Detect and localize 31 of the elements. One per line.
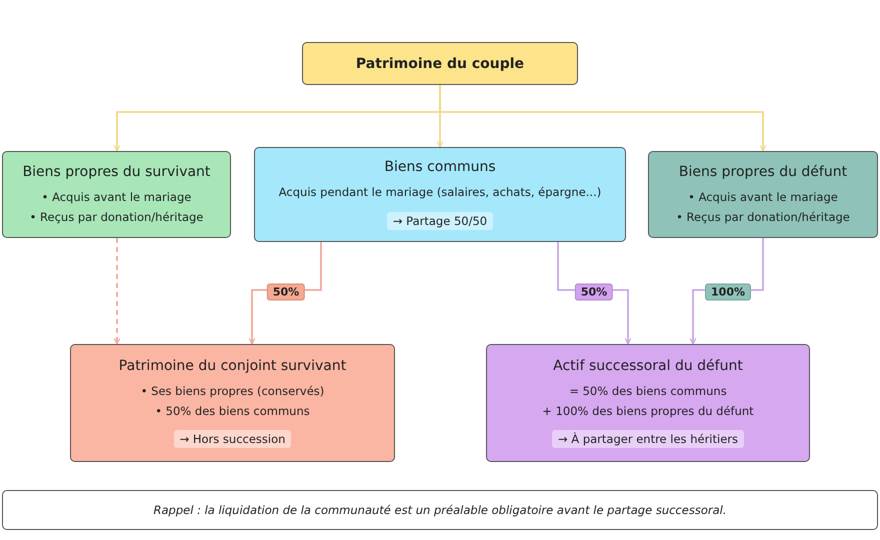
bullet-text: • Acquis avant le mariage	[42, 189, 192, 206]
bullet-text: • Reçus par donation/héritage	[30, 208, 204, 225]
edge-label: 50%	[266, 284, 306, 300]
arrow	[114, 238, 120, 345]
edge-label: 50%	[574, 284, 614, 300]
bullet-text: + 100% des biens propres du défunt	[542, 402, 754, 419]
box-title: Biens propres du défunt	[678, 164, 848, 180]
result-box	[70, 344, 395, 462]
result-box	[486, 344, 810, 462]
asset-box	[648, 151, 878, 238]
box-title: Patrimoine du conjoint survivant	[118, 358, 346, 374]
note-text: Rappel : la liquidation de la communauté est un préalable obligatoire avant le partage successoral.	[154, 503, 726, 517]
asset-box	[2, 151, 231, 238]
bullet-text: • 50% des biens communs	[155, 402, 310, 419]
bullet-text: • Reçus par donation/héritage	[676, 208, 850, 225]
box-title: Actif successoral du défunt	[553, 358, 743, 374]
result-tag: → Hors succession	[174, 430, 292, 448]
bullet-text: • Ses biens propres (conservés)	[140, 383, 324, 400]
result-tag: → Partage 50/50	[386, 212, 494, 230]
asset-box	[254, 147, 626, 242]
box-title: Biens communs	[384, 159, 496, 176]
edge-label: 100%	[705, 284, 751, 300]
bullet-text: Acquis pendant le mariage (salaires, achats, épargne...)	[278, 184, 602, 201]
box-title: Biens propres du survivant	[22, 164, 210, 180]
box-title: Patrimoine du couple	[356, 56, 524, 72]
arrow	[439, 85, 766, 152]
bullet-text: = 50% des biens communs	[569, 383, 727, 400]
root-box	[302, 42, 578, 85]
result-tag: → À partager entre les héritiers	[552, 430, 744, 448]
bullet-text: • Acquis avant le mariage	[688, 189, 838, 206]
note-box	[2, 490, 878, 530]
